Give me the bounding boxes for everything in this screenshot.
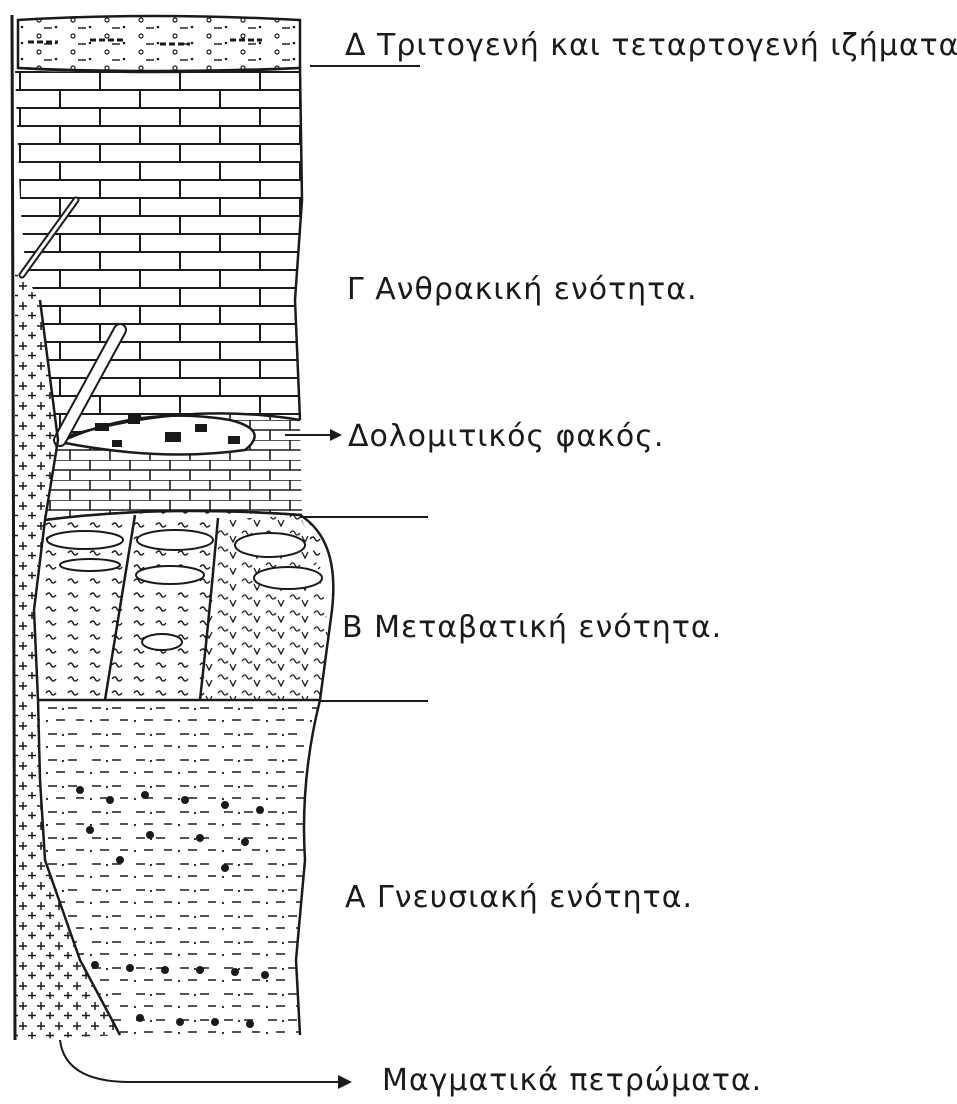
label-dolomitic-lens: Δολομιτικός φακός. — [348, 419, 664, 454]
arrow-heads — [330, 429, 352, 1089]
label-unit-a: Α Γνευσιακή ενότητα. — [345, 880, 693, 915]
column-left-border — [12, 15, 15, 1040]
unit-c-carbonate-layer — [10, 60, 310, 460]
label-unit-b: Β Μεταβατική ενότητα. — [342, 610, 722, 645]
label-igneous: Μαγματικά πετρώματα. — [382, 1063, 762, 1098]
label-unit-d: Δ Τριτογενή και τεταρτογενή ιζήματα. — [345, 28, 957, 63]
label-unit-c: Γ Ανθρακική ενότητα. — [347, 272, 698, 307]
unit-b-transitional-layer — [30, 505, 340, 705]
